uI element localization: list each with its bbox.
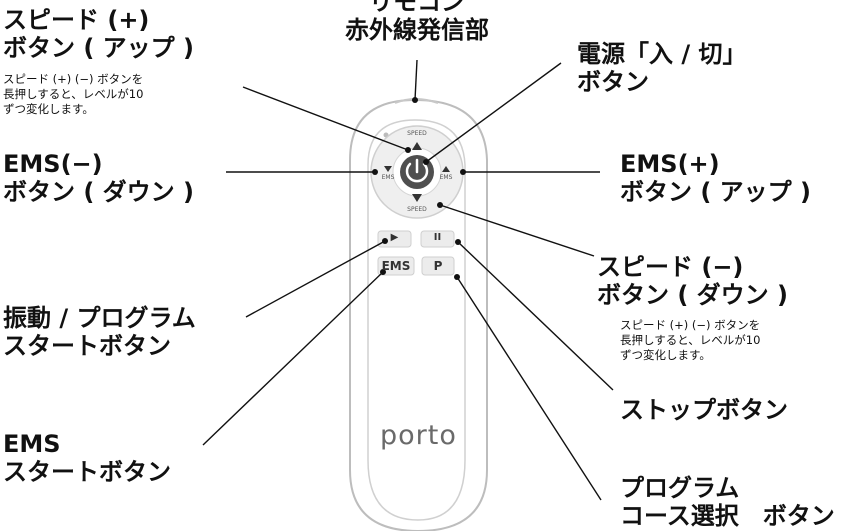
- callout-power: 電源「入 / 切」 ボタン: [577, 40, 746, 96]
- callout-subtitle: ボタン ( ダウン ): [3, 178, 195, 206]
- ems-down-arrow-icon: [384, 166, 392, 172]
- callout-title: リモコン: [369, 0, 465, 16]
- ems-start-key-label: EMS: [381, 259, 411, 273]
- callout-ems-up: EMS(+) ボタン ( アップ ): [620, 150, 811, 206]
- leader-program: [456, 276, 602, 501]
- callout-speed-up: スピード (+) ボタン ( アップ ): [3, 6, 194, 62]
- pause-symbol: II: [433, 232, 442, 243]
- ems-left-label: EMS: [381, 174, 395, 181]
- speed-down-arrow-icon: [412, 194, 422, 202]
- remote-inner-panel: [367, 119, 466, 521]
- play-symbol: ▶: [390, 232, 399, 243]
- callout-subtitle: スタートボタン: [3, 332, 171, 360]
- callout-vibration: 振動 / プログラム スタートボタン: [3, 304, 196, 360]
- note-line: 長押しすると、レベルが10: [3, 87, 144, 101]
- speed-up-arrow-icon: [412, 142, 422, 150]
- callout-title: EMS(−): [3, 150, 103, 178]
- power-icon: [405, 162, 429, 183]
- leader-speed-down: [439, 204, 595, 257]
- note-line: ずつ変化します。: [620, 348, 711, 362]
- callout-speed-down: スピード (−) ボタン ( ダウン ): [597, 253, 788, 309]
- note-line: スピード (+) (−) ボタンを: [620, 318, 761, 332]
- callout-title: ストップボタン: [620, 396, 788, 424]
- callout-title: 振動 / プログラム: [3, 304, 196, 332]
- callout-ir: リモコン 赤外線発信部: [345, 0, 489, 44]
- leader-speed-up: [242, 86, 409, 151]
- leader-stop: [457, 241, 614, 391]
- callout-subtitle: ボタン ( アップ ): [3, 34, 195, 62]
- callout-subtitle: スタートボタン: [3, 458, 171, 486]
- callout-title: スピード (+): [3, 6, 150, 34]
- callout-ems-down: EMS(−) ボタン ( ダウン ): [3, 150, 194, 206]
- program-button: [421, 256, 455, 276]
- speed-bottom-label: SPEED: [407, 206, 427, 213]
- program-key-label: P: [433, 259, 443, 273]
- callout-subtitle: コース選択 ボタン: [620, 502, 835, 530]
- speed-top-label: SPEED: [407, 130, 427, 137]
- callout-note-speed-down: スピード (+) (−) ボタンを 長押しすると、レベルが10 ずつ変化します。: [620, 318, 760, 363]
- note-line: ずつ変化します。: [3, 102, 94, 116]
- callout-stop: ストップボタン: [620, 396, 788, 424]
- brand-logo: porto: [380, 420, 457, 451]
- pause-button: [420, 230, 455, 248]
- callout-subtitle: 赤外線発信部: [345, 16, 489, 44]
- callout-subtitle: ボタン ( アップ ): [620, 178, 812, 206]
- callout-subtitle: ボタン: [577, 68, 649, 96]
- callout-title: プログラム: [620, 474, 740, 502]
- callout-title: スピード (−): [597, 253, 744, 281]
- leader-ems-start: [202, 271, 384, 446]
- note-line: 長押しすると、レベルが10: [620, 333, 761, 347]
- callout-note-speed-up: スピード (+) (−) ボタンを 長押しすると、レベルが10 ずつ変化します。: [3, 72, 143, 117]
- note-line: スピード (+) (−) ボタンを: [3, 72, 144, 86]
- callout-program: プログラム コース選択 ボタン: [620, 474, 835, 530]
- leader-power: [425, 62, 562, 163]
- callout-title: EMS(+): [620, 150, 720, 178]
- ems-up-arrow-icon: [442, 166, 450, 172]
- callout-subtitle: ボタン ( ダウン ): [597, 281, 789, 309]
- callout-ems-start: EMS スタートボタン: [3, 430, 171, 486]
- callout-title: 電源「入 / 切」: [577, 40, 747, 68]
- callout-title: EMS: [3, 430, 61, 458]
- leader-vibration: [245, 240, 386, 318]
- ems-right-label: EMS: [439, 174, 453, 181]
- ems-start-button: [377, 256, 415, 276]
- leader-ir: [414, 59, 418, 101]
